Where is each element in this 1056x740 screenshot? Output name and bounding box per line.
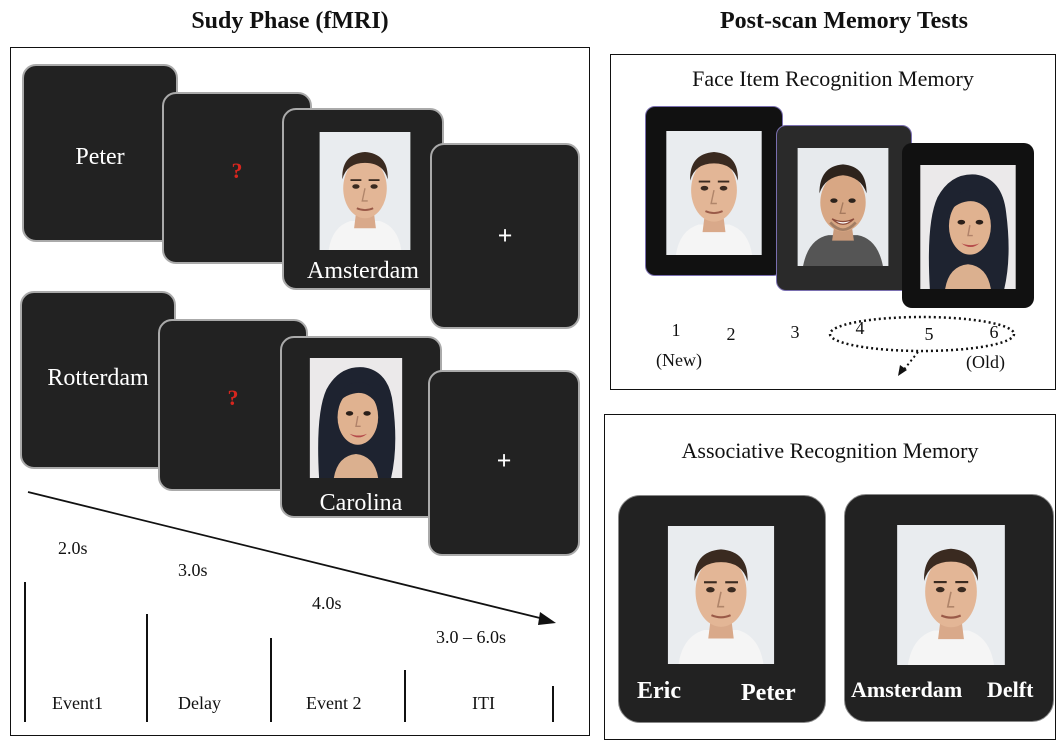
timeline-arrow-icon [27,491,556,625]
assoc-test-title: Associative Recognition Memory [681,438,979,463]
trial2-face-card: Carolina [280,336,442,518]
question-mark-icon: ? [227,385,239,410]
phase-divider [146,614,148,722]
question-mark-icon: ? [231,158,243,183]
phase-divider [404,670,406,722]
phase-divider [270,638,272,722]
male-face-image [661,526,781,664]
posttest-heading: Post-scan Memory Tests [720,8,968,34]
scale-old-label: (Old) [966,352,1005,372]
trial1-word-card: Peter [22,64,178,242]
fixation-cross-icon: + [496,446,512,475]
phase-divider [552,686,554,722]
assoc-card-2: Amsterdam Delft [844,494,1054,722]
item-face-card-3 [902,143,1034,308]
timing-delay: 3.0s [178,560,208,580]
phase-divider [24,582,26,722]
female-face-image [916,165,1020,289]
assoc-card2-left: Amsterdam [851,677,963,702]
scale-3: 3 [790,322,800,342]
trial2-iti-card: + [428,370,580,556]
assoc-card1-left: Eric [637,678,681,704]
scale-1: 1 [671,320,681,340]
phase-delay: Delay [178,693,221,713]
assoc-card2-right: Delft [987,677,1034,702]
trial2-word-card: Rotterdam [20,291,176,469]
timing-event2: 4.0s [312,593,342,613]
scale-5: 5 [924,324,934,344]
phase-event2: Event 2 [306,693,362,713]
fixation-cross-icon: + [497,221,513,250]
scale-6: 6 [989,322,999,342]
timing-iti: 3.0 – 6.0s [436,627,507,647]
assoc-card-1: Eric Peter [618,495,826,723]
male-face-image-2 [793,148,893,266]
male-face-image [664,131,764,255]
trial1-iti-card: + [430,143,580,329]
item-test-title: Face Item Recognition Memory [692,66,974,91]
trial1-face-caption: Amsterdam [307,258,419,284]
timing-event1: 2.0s [58,538,88,558]
trial1-word: Peter [75,144,125,170]
dotted-ellipse-icon [828,315,1016,376]
trial2-word: Rotterdam [47,365,149,391]
scale-4: 4 [855,318,865,338]
study-heading: Sudy Phase (fMRI) [191,8,389,34]
item-face-card-1 [645,106,783,276]
scale-2: 2 [726,324,736,344]
assoc-card1-right: Peter [741,680,796,706]
male-face-image [891,525,1011,665]
phase-event1: Event1 [52,693,103,713]
trial2-face-caption: Carolina [319,490,403,516]
item-face-card-2 [776,125,912,291]
phase-iti: ITI [472,693,495,713]
scale-new-label: (New) [656,350,702,370]
